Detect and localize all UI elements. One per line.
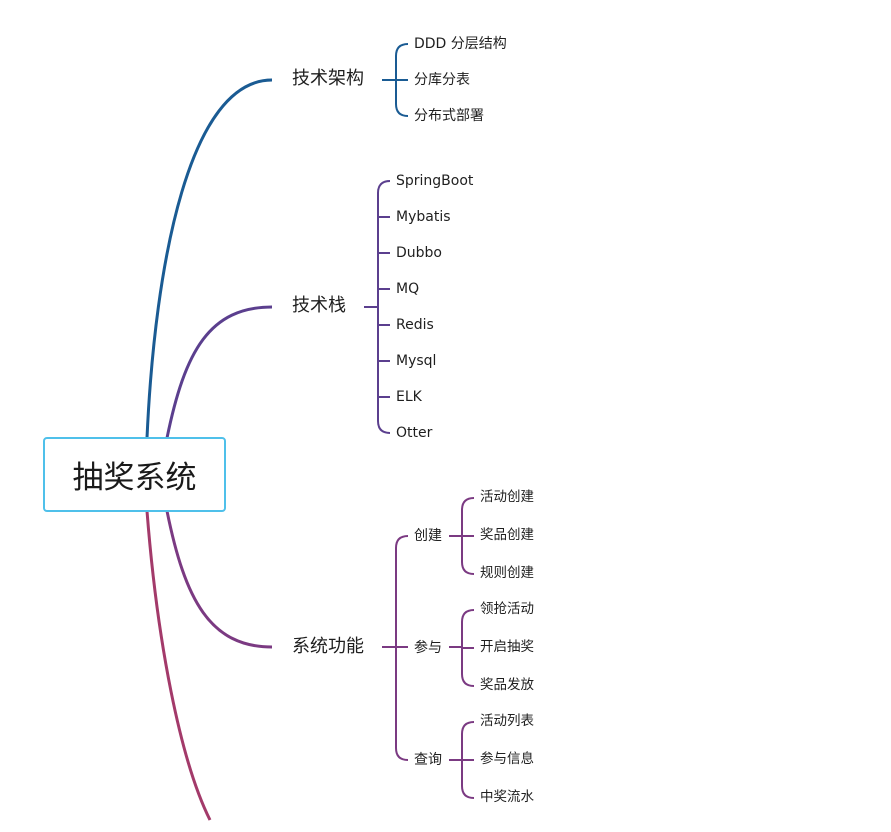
- connector-root-cut: [145, 510, 212, 821]
- leaf-sharding[interactable]: 分库分表: [414, 72, 470, 88]
- leaf-dubbo[interactable]: Dubbo: [396, 245, 442, 261]
- leaf-ddd[interactable]: DDD 分层结构: [414, 36, 507, 52]
- bracket-stack: [364, 180, 391, 434]
- leaf-activity-create[interactable]: 活动创建: [480, 489, 534, 505]
- leaf-mysql[interactable]: Mysql: [396, 353, 437, 369]
- leaf-prize-create[interactable]: 奖品创建: [480, 527, 534, 543]
- leaf-mybatis[interactable]: Mybatis: [396, 209, 451, 225]
- leaf-start-draw[interactable]: 开启抽奖: [480, 639, 534, 655]
- leaf-activity-list[interactable]: 活动列表: [480, 713, 534, 729]
- bracket-arch: [382, 43, 409, 117]
- branch-tech-architecture[interactable]: 技术架构: [292, 68, 364, 89]
- leaf-rule-create[interactable]: 规则创建: [480, 565, 534, 581]
- bracket-func: [382, 497, 475, 799]
- leaf-elk[interactable]: ELK: [396, 389, 422, 405]
- sub-branch-participate[interactable]: 参与: [414, 640, 442, 656]
- leaf-redis[interactable]: Redis: [396, 317, 434, 333]
- leaf-distributed-deploy[interactable]: 分布式部署: [414, 108, 484, 124]
- sub-branch-query[interactable]: 查询: [414, 752, 442, 768]
- root-node[interactable]: 抽奖系统: [43, 437, 226, 512]
- leaf-winning-records[interactable]: 中奖流水: [480, 789, 534, 805]
- leaf-claim-activity[interactable]: 领抢活动: [480, 601, 534, 617]
- connector-root-stack: [165, 305, 273, 439]
- leaf-prize-distribute[interactable]: 奖品发放: [480, 677, 534, 693]
- leaf-otter[interactable]: Otter: [396, 425, 433, 441]
- branch-tech-stack[interactable]: 技术栈: [292, 295, 346, 316]
- branch-system-functions[interactable]: 系统功能: [292, 636, 364, 657]
- connector-root-func: [165, 510, 273, 649]
- leaf-mq[interactable]: MQ: [396, 281, 420, 297]
- connector-root-arch: [145, 78, 273, 439]
- leaf-participation-info[interactable]: 参与信息: [480, 751, 534, 767]
- leaf-springboot[interactable]: SpringBoot: [396, 173, 474, 189]
- sub-branch-create[interactable]: 创建: [414, 528, 442, 544]
